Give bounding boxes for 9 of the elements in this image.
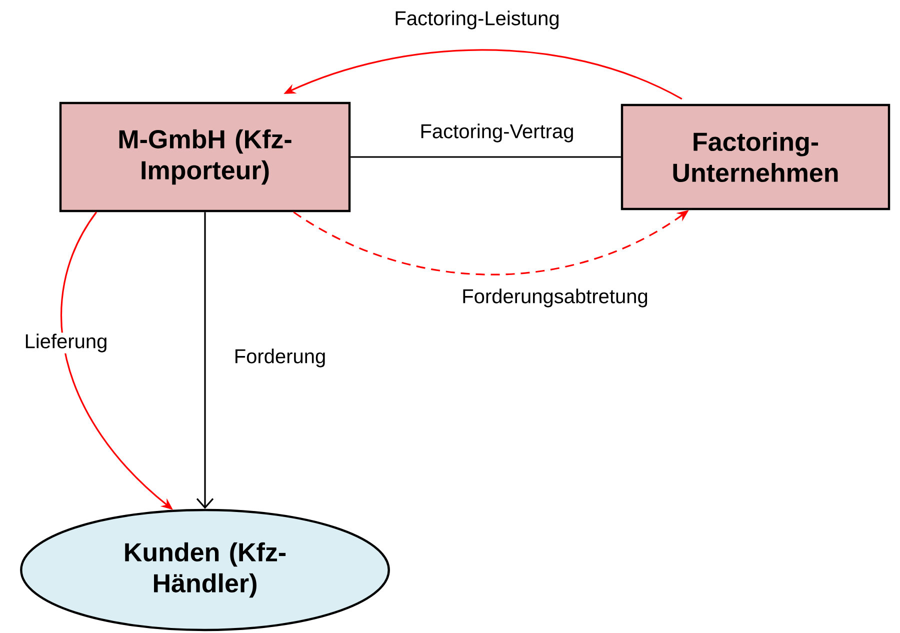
entity-box: Factoring- Unternehmen bbox=[620, 104, 890, 210]
edge-label: Factoring-Vertrag bbox=[418, 122, 576, 144]
entity-box: M-GmbH (Kfz-Importeur) bbox=[59, 102, 351, 212]
edge-label: Forderung bbox=[232, 348, 328, 368]
edge-label: Lieferung bbox=[23, 332, 109, 354]
edge-label: Factoring-Leistung bbox=[393, 10, 561, 30]
connector-line bbox=[350, 156, 621, 158]
edge-label: Forderungsabtretung bbox=[460, 288, 650, 308]
arrow bbox=[196, 212, 214, 509]
